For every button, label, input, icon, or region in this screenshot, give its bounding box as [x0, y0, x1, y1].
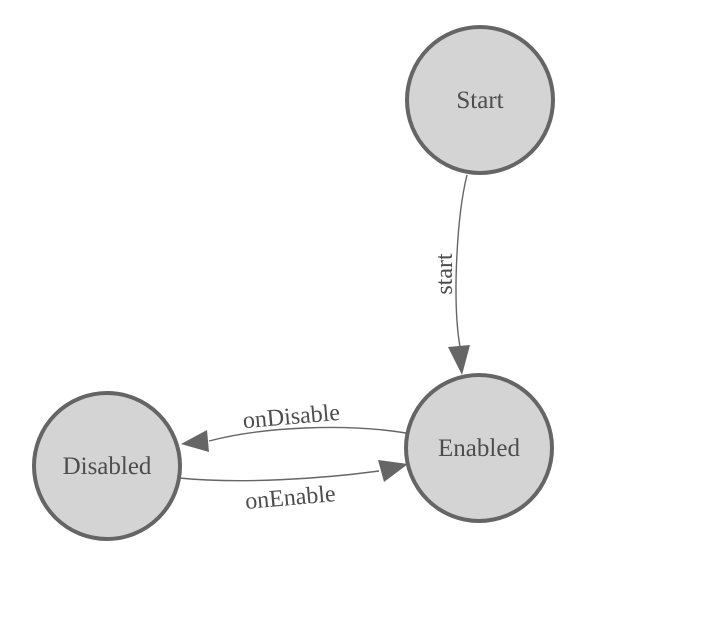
- edge-label-disabled-to-enabled: onEnable: [244, 481, 337, 515]
- node-disabled: Disabled: [32, 391, 182, 541]
- state-circle-enabled: [404, 373, 554, 523]
- edge-line-enabled-to-disabled: [208, 426, 407, 442]
- node-enabled: Enabled: [404, 373, 554, 523]
- edge-enabled-to-disabled: onDisable: [181, 400, 407, 452]
- state-label-disabled: Disabled: [63, 453, 152, 480]
- edge-line-disabled-to-enabled: [178, 470, 380, 482]
- arrowhead-icon: [181, 430, 209, 452]
- edge-start-to-enabled: start: [432, 174, 470, 375]
- node-start: Start: [405, 25, 555, 175]
- arrowhead-icon: [448, 345, 470, 375]
- edge-disabled-to-enabled: onEnable: [178, 460, 408, 515]
- state-label-start: Start: [456, 87, 503, 114]
- state-circle-disabled: [32, 391, 182, 541]
- edge-label-enabled-to-disabled: onDisable: [242, 400, 341, 434]
- edge-line-start-to-enabled: [455, 174, 468, 348]
- arrowhead-icon: [378, 460, 408, 482]
- edge-label-start-to-enabled: start: [432, 253, 458, 295]
- state-label-enabled: Enabled: [438, 435, 520, 462]
- state-circle-start: [405, 25, 555, 175]
